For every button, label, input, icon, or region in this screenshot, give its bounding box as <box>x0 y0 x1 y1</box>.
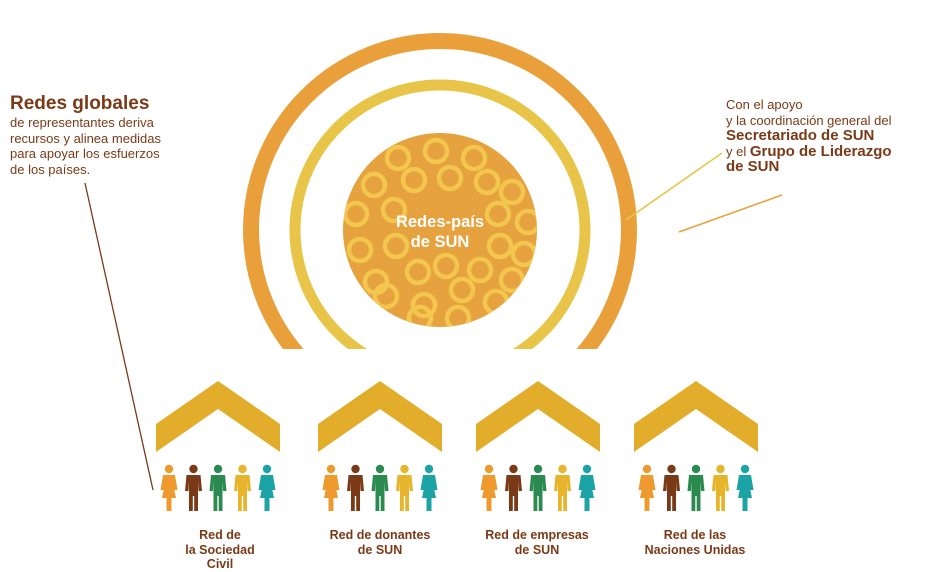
network-group-un <box>634 381 758 511</box>
network-label-civil-society: Red de la Sociedad Civil <box>185 528 255 571</box>
leader-line-left <box>84 182 154 491</box>
network-group-business <box>476 381 600 511</box>
person-icon <box>736 464 754 511</box>
person-icon <box>371 464 389 511</box>
chevron-roof-icon <box>318 381 442 452</box>
global-networks-description: de representantes deriva recursos y alin… <box>10 115 162 177</box>
person-icon <box>638 464 656 511</box>
person-icon <box>347 464 364 511</box>
person-icon <box>578 464 596 511</box>
person-icon <box>687 464 705 511</box>
network-label-business: Red de empresas de SUN <box>485 528 589 557</box>
person-icon <box>258 464 276 511</box>
global-networks-text: Redes globales de representantes deriva … <box>10 93 250 177</box>
chevron-roof-icon <box>476 381 600 452</box>
person-icon <box>396 464 413 511</box>
person-icon <box>185 464 202 511</box>
person-icon <box>209 464 227 511</box>
chevron-roof-icon <box>634 381 758 452</box>
person-icon <box>420 464 438 511</box>
inner-ring <box>289 79 591 349</box>
country-networks-label: Redes-país de SUN <box>395 213 485 251</box>
person-icon <box>554 464 571 511</box>
person-icon <box>234 464 251 511</box>
secretariat-label: Secretariado de SUN <box>726 127 875 144</box>
leader-line-outer <box>678 194 783 233</box>
country-network-rings <box>343 137 537 327</box>
network-groups <box>156 381 758 511</box>
chevron-roof-icon <box>156 381 280 452</box>
person-icon <box>322 464 340 511</box>
network-group-donors <box>318 381 442 511</box>
person-icon <box>505 464 522 511</box>
person-icon <box>663 464 680 511</box>
person-icon <box>480 464 498 511</box>
person-icon <box>160 464 178 511</box>
outer-ring <box>243 33 637 349</box>
connector-lines <box>84 152 783 491</box>
leadership-group-label: Grupo de Liderazgo <box>749 142 892 160</box>
global-networks-title: Redes globales <box>10 93 150 114</box>
network-group-civil-society <box>156 381 280 511</box>
person-icon <box>712 464 729 511</box>
network-label-donors: Red de donantes de SUN <box>329 528 431 557</box>
support-coordination-text: Con el apoyo y la coordinación general d… <box>726 97 936 175</box>
leader-line-inner <box>625 152 723 221</box>
network-label-un: Red de las Naciones Unidas <box>644 528 746 557</box>
person-icon <box>529 464 547 511</box>
